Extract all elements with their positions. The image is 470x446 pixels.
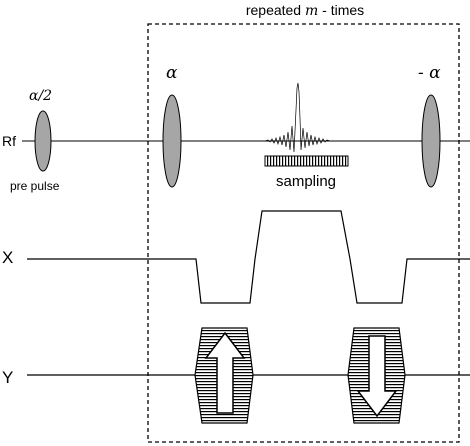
- repeat-block-title: repeated m - times: [246, 2, 364, 19]
- arrow-up-icon: [204, 331, 246, 414]
- prepulse-caption: pre pulse: [10, 179, 60, 193]
- alpha-pulse: [162, 94, 182, 188]
- alpha-pulse-label: α: [166, 63, 178, 83]
- echo-signal: [264, 82, 331, 153]
- row-label-y: Y: [2, 368, 13, 387]
- sampling-label: sampling: [276, 173, 336, 190]
- row-label-x: X: [2, 248, 13, 267]
- neg-alpha-pulse-label: - α: [418, 63, 441, 83]
- repeat-block-box: [147, 23, 460, 443]
- sampling-window: [264, 155, 349, 167]
- x-gradient-waveform: [27, 210, 470, 304]
- row-label-rf: Rf: [2, 133, 16, 149]
- prepulse: [34, 110, 52, 172]
- arrow-down-icon: [356, 335, 398, 418]
- neg-alpha-pulse: [421, 94, 441, 188]
- prepulse-angle-label: α/2: [29, 88, 52, 104]
